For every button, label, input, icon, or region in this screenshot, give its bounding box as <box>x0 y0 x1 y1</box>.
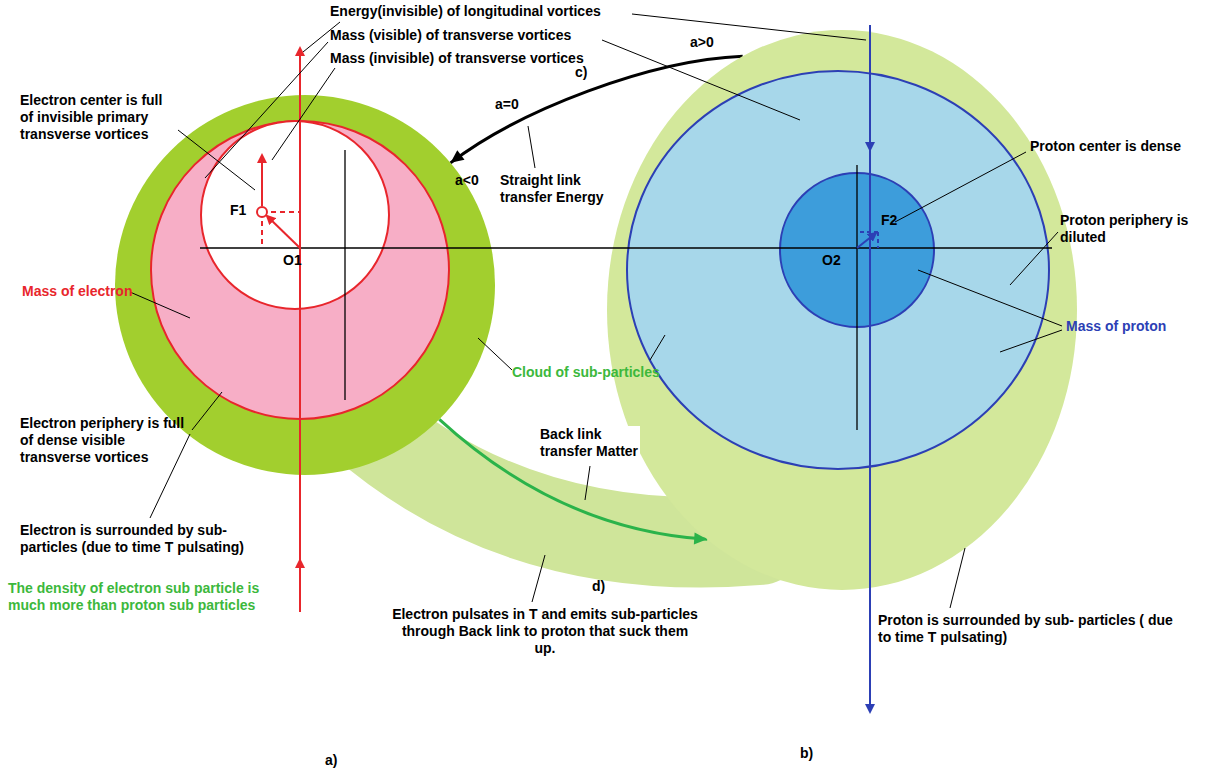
text-label: Electron periphery is full of dense visi… <box>20 415 198 465</box>
text-label: a<0 <box>455 172 495 189</box>
arrowhead <box>451 150 465 163</box>
text-label: c) <box>575 64 605 81</box>
text-label: d) <box>592 578 622 595</box>
text-label: O2 <box>822 252 850 269</box>
region-outline <box>200 120 390 310</box>
focus-vector-proton <box>857 232 878 248</box>
text-label: Mass of proton <box>1066 318 1191 335</box>
text-label: F2 <box>881 212 907 229</box>
region-shape <box>627 71 1049 469</box>
text-label: a) <box>325 752 355 769</box>
axes <box>200 150 1052 430</box>
text-label: Electron center is full of invisible pri… <box>20 92 178 142</box>
leader-lines <box>130 14 1062 608</box>
text-label: Back link transfer Matter <box>540 426 640 460</box>
text-label: a>0 <box>690 34 730 51</box>
text-label: Energy(invisible) of longitudinal vortic… <box>330 3 650 20</box>
text-label: Proton periphery is diluted <box>1060 212 1205 246</box>
text-label: F1 <box>230 202 254 219</box>
text-label: Proton is surrounded by sub- particles (… <box>878 612 1178 646</box>
region-shape <box>201 121 389 309</box>
text-label: Cloud of sub-particles <box>512 364 682 381</box>
region-shape <box>607 30 1077 590</box>
text-label: Proton center is dense <box>1030 138 1202 155</box>
text-label: O1 <box>283 252 309 269</box>
energy-line-electron <box>299 48 301 612</box>
text-label: Straight link transfer Energy <box>500 172 612 206</box>
energy-line-proton <box>869 25 871 712</box>
text-label: The density of electron sub particle is … <box>8 580 293 614</box>
text-label: Electron is surrounded by sub-particles … <box>20 522 270 556</box>
text-label: Electron pulsates in T and emits sub-par… <box>390 606 700 656</box>
text-label: a=0 <box>495 96 535 113</box>
particle-region: Proton is surrounded by sub- particles (… <box>607 30 1077 590</box>
particle-region: Mass of protonF2O2 <box>626 70 1050 470</box>
focus-vector-electron <box>257 155 300 248</box>
text-label: Mass of electron <box>22 283 142 300</box>
text-label: Mass (visible) of transverse vortices <box>330 27 620 44</box>
particle-region: F1O1 <box>200 120 390 310</box>
text-label: b) <box>800 745 830 762</box>
